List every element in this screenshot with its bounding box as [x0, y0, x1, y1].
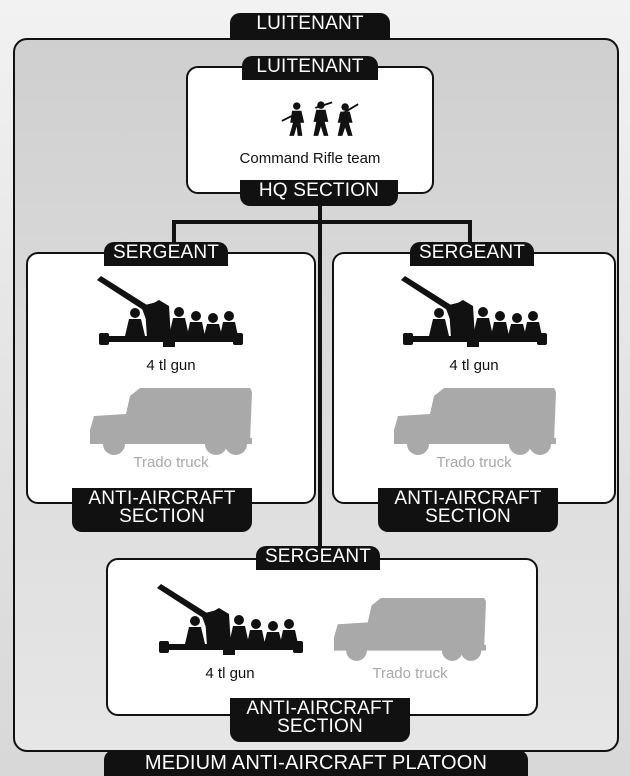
- aa-bottom-sergeant-tab: SERGEANT: [256, 546, 380, 570]
- aa-gun-icon: [401, 276, 547, 347]
- aa-bottom-truck-label: Trado truck: [372, 665, 448, 682]
- aa-left-section-tab: ANTI-AIRCRAFT SECTION: [72, 488, 252, 532]
- aa-bottom-section-line2: SECTION: [277, 716, 363, 737]
- aa-left-sergeant-tab: SERGEANT: [104, 242, 228, 266]
- aa-left-gun-label: 4 tl gun: [146, 357, 196, 374]
- aa-bottom-gun-label: 4 tl gun: [205, 665, 255, 682]
- aa-right-section-line2: SECTION: [425, 506, 511, 527]
- aa-gun-icon: [97, 276, 243, 347]
- rifle-team-icon: [280, 100, 360, 137]
- aa-section-left-box: [26, 252, 316, 504]
- hq-unit-label: Command Rifle team: [239, 150, 381, 167]
- aa-bottom-section-line1: ANTI-AIRCRAFT: [246, 698, 394, 719]
- connector-hq-vertical: [318, 200, 322, 546]
- connector-left-drop: [172, 220, 176, 242]
- aa-left-section-line1: ANTI-AIRCRAFT: [88, 488, 236, 509]
- hq-leader-tab: LUITENANT: [242, 56, 378, 80]
- aa-right-gun-label: 4 tl gun: [449, 357, 499, 374]
- platoon-title-tab: MEDIUM ANTI-AIRCRAFT PLATOON: [104, 750, 528, 776]
- truck-icon: [90, 388, 252, 455]
- platoon-leader-tab: LUITENANT: [230, 13, 390, 39]
- aa-right-sergeant-tab: SERGEANT: [410, 242, 534, 266]
- aa-gun-icon: [157, 584, 303, 655]
- truck-icon: [394, 388, 556, 455]
- hq-section-tab: HQ SECTION: [240, 180, 398, 206]
- aa-bottom-section-tab: ANTI-AIRCRAFT SECTION: [230, 698, 410, 742]
- connector-right-drop: [468, 220, 472, 242]
- aa-left-section-line2: SECTION: [119, 506, 205, 527]
- truck-icon: [334, 598, 486, 661]
- aa-section-right-box: [332, 252, 616, 504]
- connector-horizontal: [172, 220, 472, 224]
- aa-right-section-tab: ANTI-AIRCRAFT SECTION: [378, 488, 558, 532]
- aa-right-truck-label: Trado truck: [436, 454, 512, 471]
- aa-right-section-line1: ANTI-AIRCRAFT: [394, 488, 542, 509]
- aa-left-truck-label: Trado truck: [133, 454, 209, 471]
